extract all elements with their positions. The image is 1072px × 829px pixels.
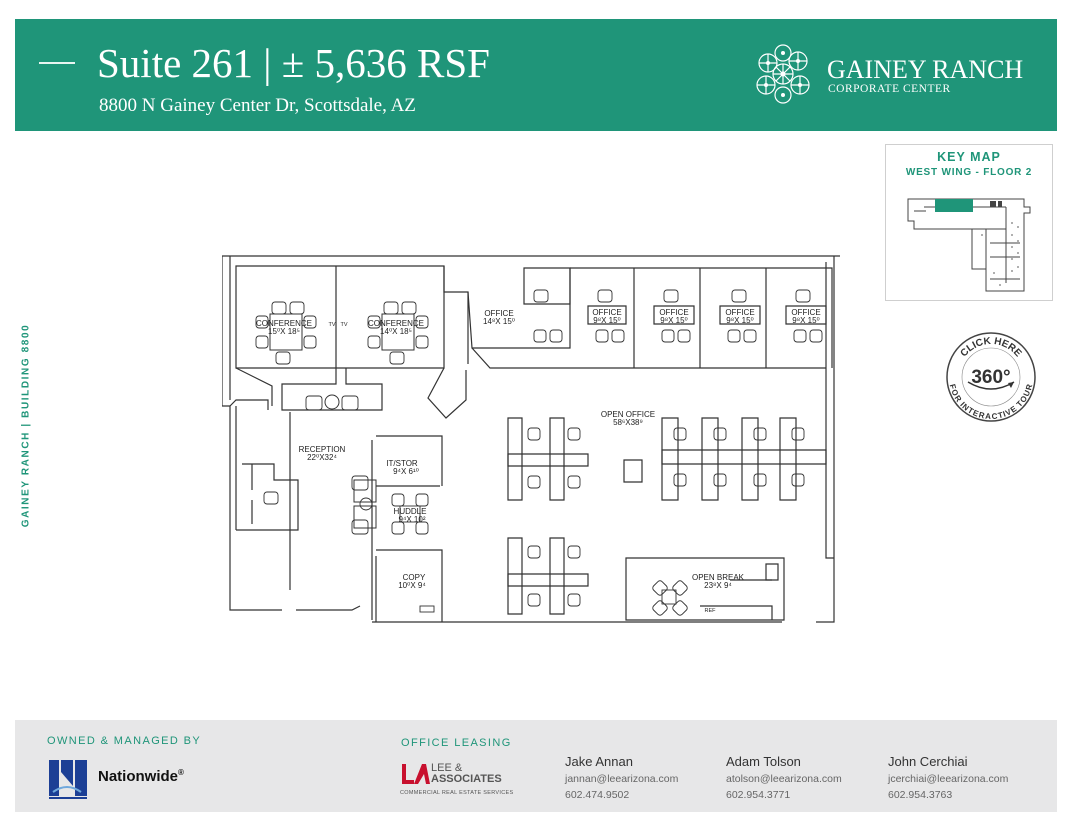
- nationwide-logo-icon: [49, 760, 87, 799]
- size-office-1: 14⁸X 15⁰: [483, 317, 515, 326]
- arrow-head-icon: [1008, 382, 1014, 388]
- label-office-3: OFFICE: [659, 308, 688, 317]
- label-office-2: OFFICE: [592, 308, 621, 317]
- contact-email[interactable]: jannan@leearizona.com: [565, 773, 679, 785]
- header-banner: Suite 261 | ± 5,636 RSF 8800 N Gainey Ce…: [15, 19, 1057, 131]
- label-reception: RECEPTION: [299, 445, 346, 454]
- tv-label-2: TV: [340, 322, 347, 328]
- lee-associates-logo-icon: [402, 764, 430, 784]
- size-office-4: 9⁸X 15⁰: [726, 316, 754, 325]
- label-conference-2: CONFERENCE: [368, 319, 424, 328]
- key-map-title: KEY MAP: [937, 150, 1001, 164]
- tour-360-link[interactable]: CLICK HERE 360° FOR INTERACTIVE TOUR: [944, 330, 1038, 424]
- size-office-5: 9⁸X 15⁰: [792, 316, 820, 325]
- label-office-4: OFFICE: [725, 308, 754, 317]
- side-label: GAINEY RANCH | BUILDING 8800: [20, 323, 32, 528]
- gainey-ranch-logo-icon: [756, 44, 810, 104]
- suite-title: Suite 261 | ± 5,636 RSF: [97, 40, 490, 86]
- contact-card-1: Jake Annan jannan@leearizona.com 602.474…: [565, 754, 678, 801]
- size-copy: 10⁰X 9⁴: [398, 581, 426, 590]
- contact-name: Jake Annan: [565, 754, 633, 769]
- footer: OWNED & MANAGED BY Nationwide® OFFICE LE…: [15, 720, 1057, 812]
- size-conference-2: 14⁰X 18⁵: [380, 327, 412, 336]
- label-open-office: OPEN OFFICE: [601, 410, 655, 419]
- owned-label: OWNED & MANAGED BY: [47, 735, 202, 747]
- size-conference-1: 15⁰X 18⁵: [268, 327, 300, 336]
- contact-email[interactable]: atolson@leearizona.com: [726, 773, 842, 785]
- lee-associates-name: LEE &ASSOCIATES: [431, 762, 502, 785]
- contact-email[interactable]: jcerchiai@leearizona.com: [888, 773, 1009, 785]
- label-office-5: OFFICE: [791, 308, 820, 317]
- tour-360-label: 360°: [971, 367, 1010, 388]
- label-office-1: OFFICE: [484, 309, 513, 318]
- size-office-3: 9⁸X 15⁰: [660, 316, 688, 325]
- label-open-break: OPEN BREAK: [692, 573, 745, 582]
- ref-label: REF: [705, 608, 717, 614]
- contact-phone: 602.954.3771: [726, 789, 791, 801]
- size-reception: 22⁰X32⁴: [307, 453, 337, 462]
- contact-name: Adam Tolson: [726, 754, 801, 769]
- leasing-label: OFFICE LEASING: [401, 737, 512, 749]
- suite-address: 8800 N Gainey Center Dr, Scottsdale, AZ: [99, 95, 416, 116]
- contact-phone: 602.474.9502: [565, 789, 630, 801]
- key-map: KEY MAP WEST WING - FLOOR 2: [885, 144, 1053, 301]
- key-map-drawing: [907, 198, 1031, 292]
- brand-subtitle: CORPORATE CENTER: [828, 83, 951, 95]
- label-copy: COPY: [403, 573, 426, 582]
- contact-card-3: John Cerchiai jcerchiai@leearizona.com 6…: [888, 754, 1008, 801]
- tv-label-1: TV: [328, 322, 335, 328]
- brand-name: GAINEY RANCH: [827, 55, 1024, 84]
- contact-card-2: Adam Tolson atolson@leearizona.com 602.9…: [726, 754, 842, 801]
- contact-phone: 602.954.3763: [888, 789, 953, 801]
- contact-name: John Cerchiai: [888, 754, 968, 769]
- size-office-2: 9⁸X 15⁰: [593, 316, 621, 325]
- header-dash: [39, 62, 75, 64]
- size-huddle: 9⁴X 10²: [398, 515, 425, 524]
- floor-plan: CONFERENCE 15⁰X 18⁵ CONFERENCE 14⁰X 18⁵ …: [222, 255, 840, 623]
- lee-associates-tagline: COMMERCIAL REAL ESTATE SERVICES: [400, 790, 514, 796]
- nationwide-name: Nationwide®: [98, 768, 184, 785]
- label-it-stor: IT/STOR: [386, 459, 418, 468]
- size-it-stor: 9⁴X 6¹⁰: [393, 467, 419, 476]
- label-conference-1: CONFERENCE: [256, 319, 312, 328]
- size-open-office: 58⁶X38⁹: [613, 418, 643, 427]
- label-huddle: HUDDLE: [394, 507, 427, 516]
- key-map-subtitle: WEST WING - FLOOR 2: [905, 167, 1033, 178]
- size-open-break: 23⁸X 9⁴: [704, 581, 732, 590]
